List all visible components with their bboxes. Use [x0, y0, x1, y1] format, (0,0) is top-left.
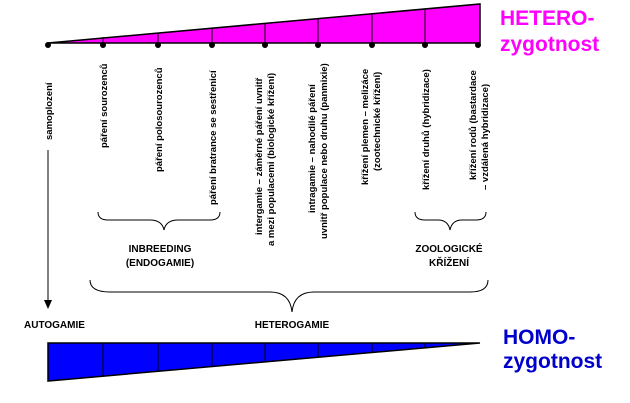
bottom-axis-ticks	[102, 343, 426, 376]
label-rodu-1: křížení rodů (bastardace	[468, 70, 479, 180]
label-druhu: křížení druhů (hybridizace)	[421, 69, 432, 190]
hetero-label-line1: HETERO-	[500, 7, 595, 30]
zoological-label-2: KŘÍŽENÍ	[429, 256, 469, 269]
hetero-label-line2: zygotnost	[500, 33, 599, 56]
homo-label-line2: zygotnost	[503, 350, 602, 373]
inbreeding-label-2: (ENDOGAMIE)	[126, 258, 194, 269]
label-sourozencu: páření sourozenců	[99, 63, 110, 148]
label-plemen-1: křížení plemen – melizáce	[360, 69, 371, 185]
zoological-brace	[414, 211, 487, 231]
label-rodu-2: – vzdálená hybridizace)	[480, 84, 491, 190]
label-samoplozeni: samoplození	[44, 82, 55, 140]
label-plemen-2: (zootechnické křížení)	[372, 72, 383, 171]
label-intragamie-1: intragamie – nahodilé páření	[307, 84, 318, 213]
homozygosity-wedge	[47, 342, 481, 382]
heterogamie-brace	[89, 279, 489, 313]
heterogamie-label: HETEROGAMIE	[255, 320, 330, 331]
label-bratrance: páření bratrance se sestřenicí	[208, 70, 219, 205]
label-polosourozencu: páření polosourozenců	[154, 67, 165, 172]
top-axis-ticks	[102, 9, 426, 43]
axis-dots	[45, 42, 481, 48]
label-intergamie-1: intergamie – záměrné páření uvnitř	[254, 77, 265, 235]
heterozygosity-wedge	[47, 3, 481, 44]
arrow-head	[44, 300, 52, 309]
homo-label-line1: HOMO-	[503, 326, 575, 349]
label-intragamie-2: uvnitř populace nebo druhu (panmixie)	[319, 63, 330, 239]
zoological-label-1: ZOOLOGICKÉ	[415, 242, 483, 255]
autogamie-label: AUTOGAMIE	[24, 320, 85, 331]
inbreeding-brace	[97, 211, 221, 231]
inbreeding-label-1: INBREEDING	[129, 244, 192, 255]
label-intergamie-2: a mezi populacemi (biologické křížení)	[266, 73, 277, 246]
vertical-labels: samoplození páření sourozenců páření pol…	[44, 63, 491, 246]
